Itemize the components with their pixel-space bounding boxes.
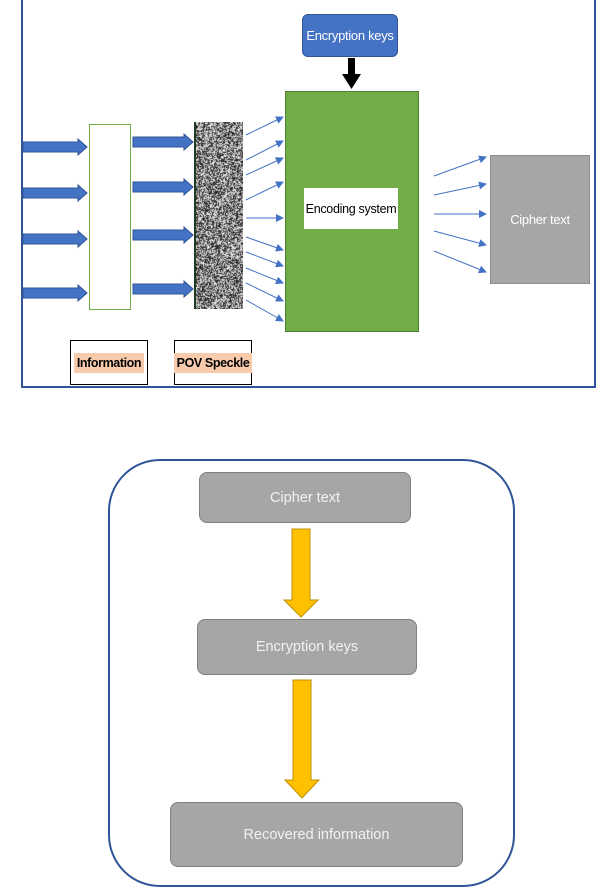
pov-speckle-label: POV Speckle — [173, 352, 253, 373]
speckle-input-arrow — [132, 225, 194, 245]
information-caption: Information — [70, 340, 148, 385]
flow-arrow-1 — [282, 528, 320, 618]
fan-arrow — [245, 299, 284, 322]
fan-arrow — [245, 282, 284, 302]
pov-speckle-pattern — [194, 122, 243, 309]
flow-step-encryption-keys: Encryption keys — [197, 619, 417, 675]
speckle-input-arrow — [132, 279, 194, 299]
fan-arrow — [245, 116, 284, 136]
output-arrows — [433, 155, 487, 274]
flow-step-cipher-text: Cipher text — [199, 472, 411, 523]
output-arrow — [433, 250, 487, 274]
flow-step-recovered-information: Recovered information — [170, 802, 463, 867]
fan-arrow — [245, 236, 284, 252]
fan-arrow — [245, 140, 284, 161]
output-arrow — [433, 181, 487, 196]
flow-arrow-2 — [283, 679, 321, 799]
fan-arrow — [245, 157, 284, 176]
output-arrow — [433, 230, 487, 248]
key-down-arrow — [342, 58, 361, 89]
encoding-system-label: Encoding system — [304, 188, 398, 229]
encryption-keys-box: Encryption keys — [302, 14, 398, 57]
fan-arrow — [245, 181, 284, 201]
cipher-text-box: Cipher text — [490, 155, 590, 284]
input-arrow — [22, 183, 88, 203]
pov-speckle-caption: POV Speckle — [173, 340, 253, 385]
speckle-input-arrow — [132, 132, 194, 152]
input-arrows — [22, 137, 88, 303]
information-block — [89, 124, 131, 310]
fan-arrow — [245, 251, 284, 268]
output-arrow — [433, 155, 487, 177]
input-arrow — [22, 137, 88, 157]
fan-arrows — [245, 116, 284, 322]
speckle-noise-canvas — [196, 122, 243, 309]
speckle-arrows — [132, 132, 194, 299]
input-arrow — [22, 229, 88, 249]
input-arrow — [22, 283, 88, 303]
information-label: Information — [73, 352, 145, 373]
fan-arrow — [245, 267, 284, 285]
speckle-input-arrow — [132, 177, 194, 197]
